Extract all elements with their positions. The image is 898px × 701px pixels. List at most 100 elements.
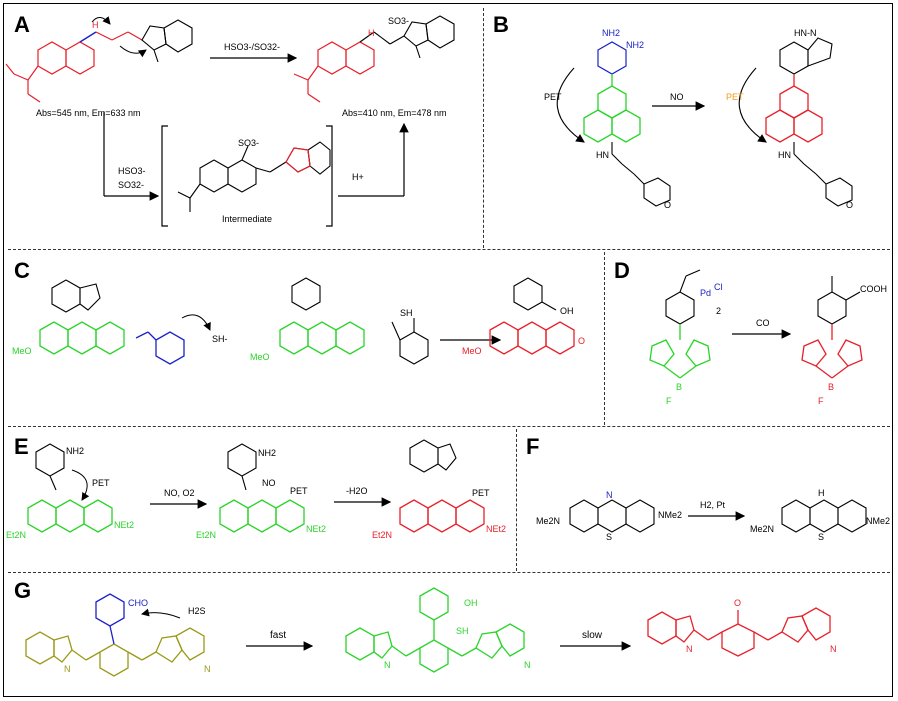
panel-e-et2n-3: Et2N (372, 530, 393, 540)
panel-b-o-right: O (846, 200, 854, 210)
panel-b-letter: B (493, 12, 509, 37)
panel-f-nme2-2: NMe2 (866, 516, 891, 526)
panel-c-meo-3: MeO (462, 346, 482, 356)
panel-a-atom-so3: SO3- (388, 16, 410, 26)
panel-d-right-bodipy (801, 324, 863, 379)
panel-f-right-leuco (781, 499, 867, 533)
panel-g-left-cyanine (25, 627, 205, 677)
panel-f-n: N (606, 490, 613, 500)
panel-b-left-naphthalimide (583, 74, 641, 143)
panel-a-intermediate-label: Intermediate (222, 214, 273, 224)
panel-c-meo-1: MeO (12, 346, 32, 356)
panel-b-hn-right: HN (778, 150, 791, 160)
panel-g-fast: fast (270, 630, 287, 641)
panel-f-left-methylene-blue (569, 499, 655, 533)
panel-e-pet-2: PET (290, 486, 308, 496)
panel-e-et2n-2: Et2N (196, 530, 217, 540)
panel-f-reagent: H2, Pt (700, 500, 726, 510)
panel-a-letter: A (14, 12, 30, 37)
panel-g-left-benzaldehyde (95, 593, 125, 645)
panel-c-letter: C (14, 258, 30, 283)
panel-b-pet-right: PET (726, 92, 744, 102)
panel-c-left-xanthene (39, 321, 125, 355)
outer-frame (3, 3, 893, 697)
panel-b-triazole: HN-N (794, 28, 817, 38)
panel-g-n-mid-right: N (524, 660, 531, 670)
divider-cd (604, 252, 605, 425)
panel-a-left-caption: Abs=545 nm, Em=633 nm (36, 108, 141, 118)
panel-a-acid: H+ (352, 172, 364, 182)
panel-g-oh: OH (464, 598, 478, 608)
panel-e-left-rhodamine (27, 499, 113, 533)
panel-b-nh2-2: NH2 (626, 40, 645, 50)
panel-d-b-left: B (676, 382, 683, 392)
panel-b-right-aryl (779, 37, 833, 75)
panel-d-left-bodipy (649, 324, 711, 379)
panel-g-letter: G (14, 578, 32, 603)
panel-c-oh: OH (560, 306, 574, 316)
panel-f-letter: F (526, 434, 540, 459)
panel-a-reagent-bottom-2: SO32- (118, 180, 145, 190)
panel-e-reagent: NO, O2 (164, 488, 195, 498)
panel-e-letter: E (14, 434, 29, 459)
panel-g-n-right-left: N (686, 644, 693, 654)
panel-d-letter: D (614, 258, 630, 283)
panel-e-no: NO (262, 478, 276, 488)
panel-c-mid-xanthene (279, 321, 365, 355)
panel-a-reagent-bottom-1: HSO3- (118, 166, 146, 176)
panel-d-b-right: B (828, 382, 835, 392)
panel-e-net2-3: NEt2 (486, 524, 507, 534)
panel-e-et2n-1: Et2N (6, 530, 27, 540)
panel-a-left-vinyl (79, 31, 97, 43)
panel-g-n-mid-left: N (384, 660, 391, 670)
panel-b-pet-left: PET (544, 92, 562, 102)
panel-g-mid-cyanine (345, 587, 525, 673)
divider-ef (516, 429, 517, 571)
panel-a-reagent-top: HSO3-/SO32- (224, 42, 281, 52)
divider-row3 (8, 572, 890, 573)
panel-c-sh: SH (400, 308, 413, 318)
panel-c-reagent: SH- (212, 334, 228, 344)
panel-b-nh2-1: NH2 (602, 28, 621, 38)
panel-b-hn-left: HN (596, 150, 609, 160)
panel-d-pd: Pd (700, 288, 712, 298)
panel-e-mid-rhodamine (219, 499, 305, 533)
panel-c-right-fluorescein (489, 321, 575, 355)
panel-a-atom-h: H (92, 20, 99, 30)
panel-g-reagent: H2S (188, 606, 206, 616)
panel-e-pet-3: PET (472, 488, 490, 498)
panel-d-reagent: CO (756, 318, 770, 328)
divider-row1 (8, 249, 890, 250)
panel-g-o: O (734, 598, 742, 608)
panel-a-right-caption: Abs=410 nm, Em=478 nm (342, 108, 447, 118)
panel-b-reagent: NO (670, 92, 684, 102)
panel-b-o-left: O (664, 200, 672, 210)
panel-g-sh: SH (456, 626, 469, 636)
panel-g-right-cyanine (647, 607, 831, 657)
panel-d-f-left: F (666, 396, 672, 406)
panel-g-n-right-right: N (830, 644, 837, 654)
panel-a-atom-h-right: H (368, 28, 375, 38)
panel-a-atom-so3-int: SO3- (238, 138, 260, 148)
panel-e-net2-2: NEt2 (306, 524, 327, 534)
panel-g-slow: slow (582, 630, 603, 641)
panel-f-me2n-2: Me2N (750, 524, 775, 534)
panel-b-right-naphthalimide (765, 74, 823, 143)
panel-e-pet-1: PET (92, 478, 110, 488)
panel-c-meo-2: MeO (250, 352, 270, 362)
panel-g-n-right: N (204, 664, 211, 674)
panel-e-nh2-1: NH2 (66, 446, 85, 456)
panel-d-sub2: 2 (716, 306, 722, 316)
panel-d-cooh: COOH (860, 284, 887, 294)
panel-e-right-rhodamine (399, 499, 485, 533)
panel-d-cl: Cl (714, 282, 723, 292)
panel-f-s-1: S (606, 532, 613, 542)
panel-c-o: O (578, 336, 586, 346)
panel-c-left-benzoyl (135, 331, 185, 365)
